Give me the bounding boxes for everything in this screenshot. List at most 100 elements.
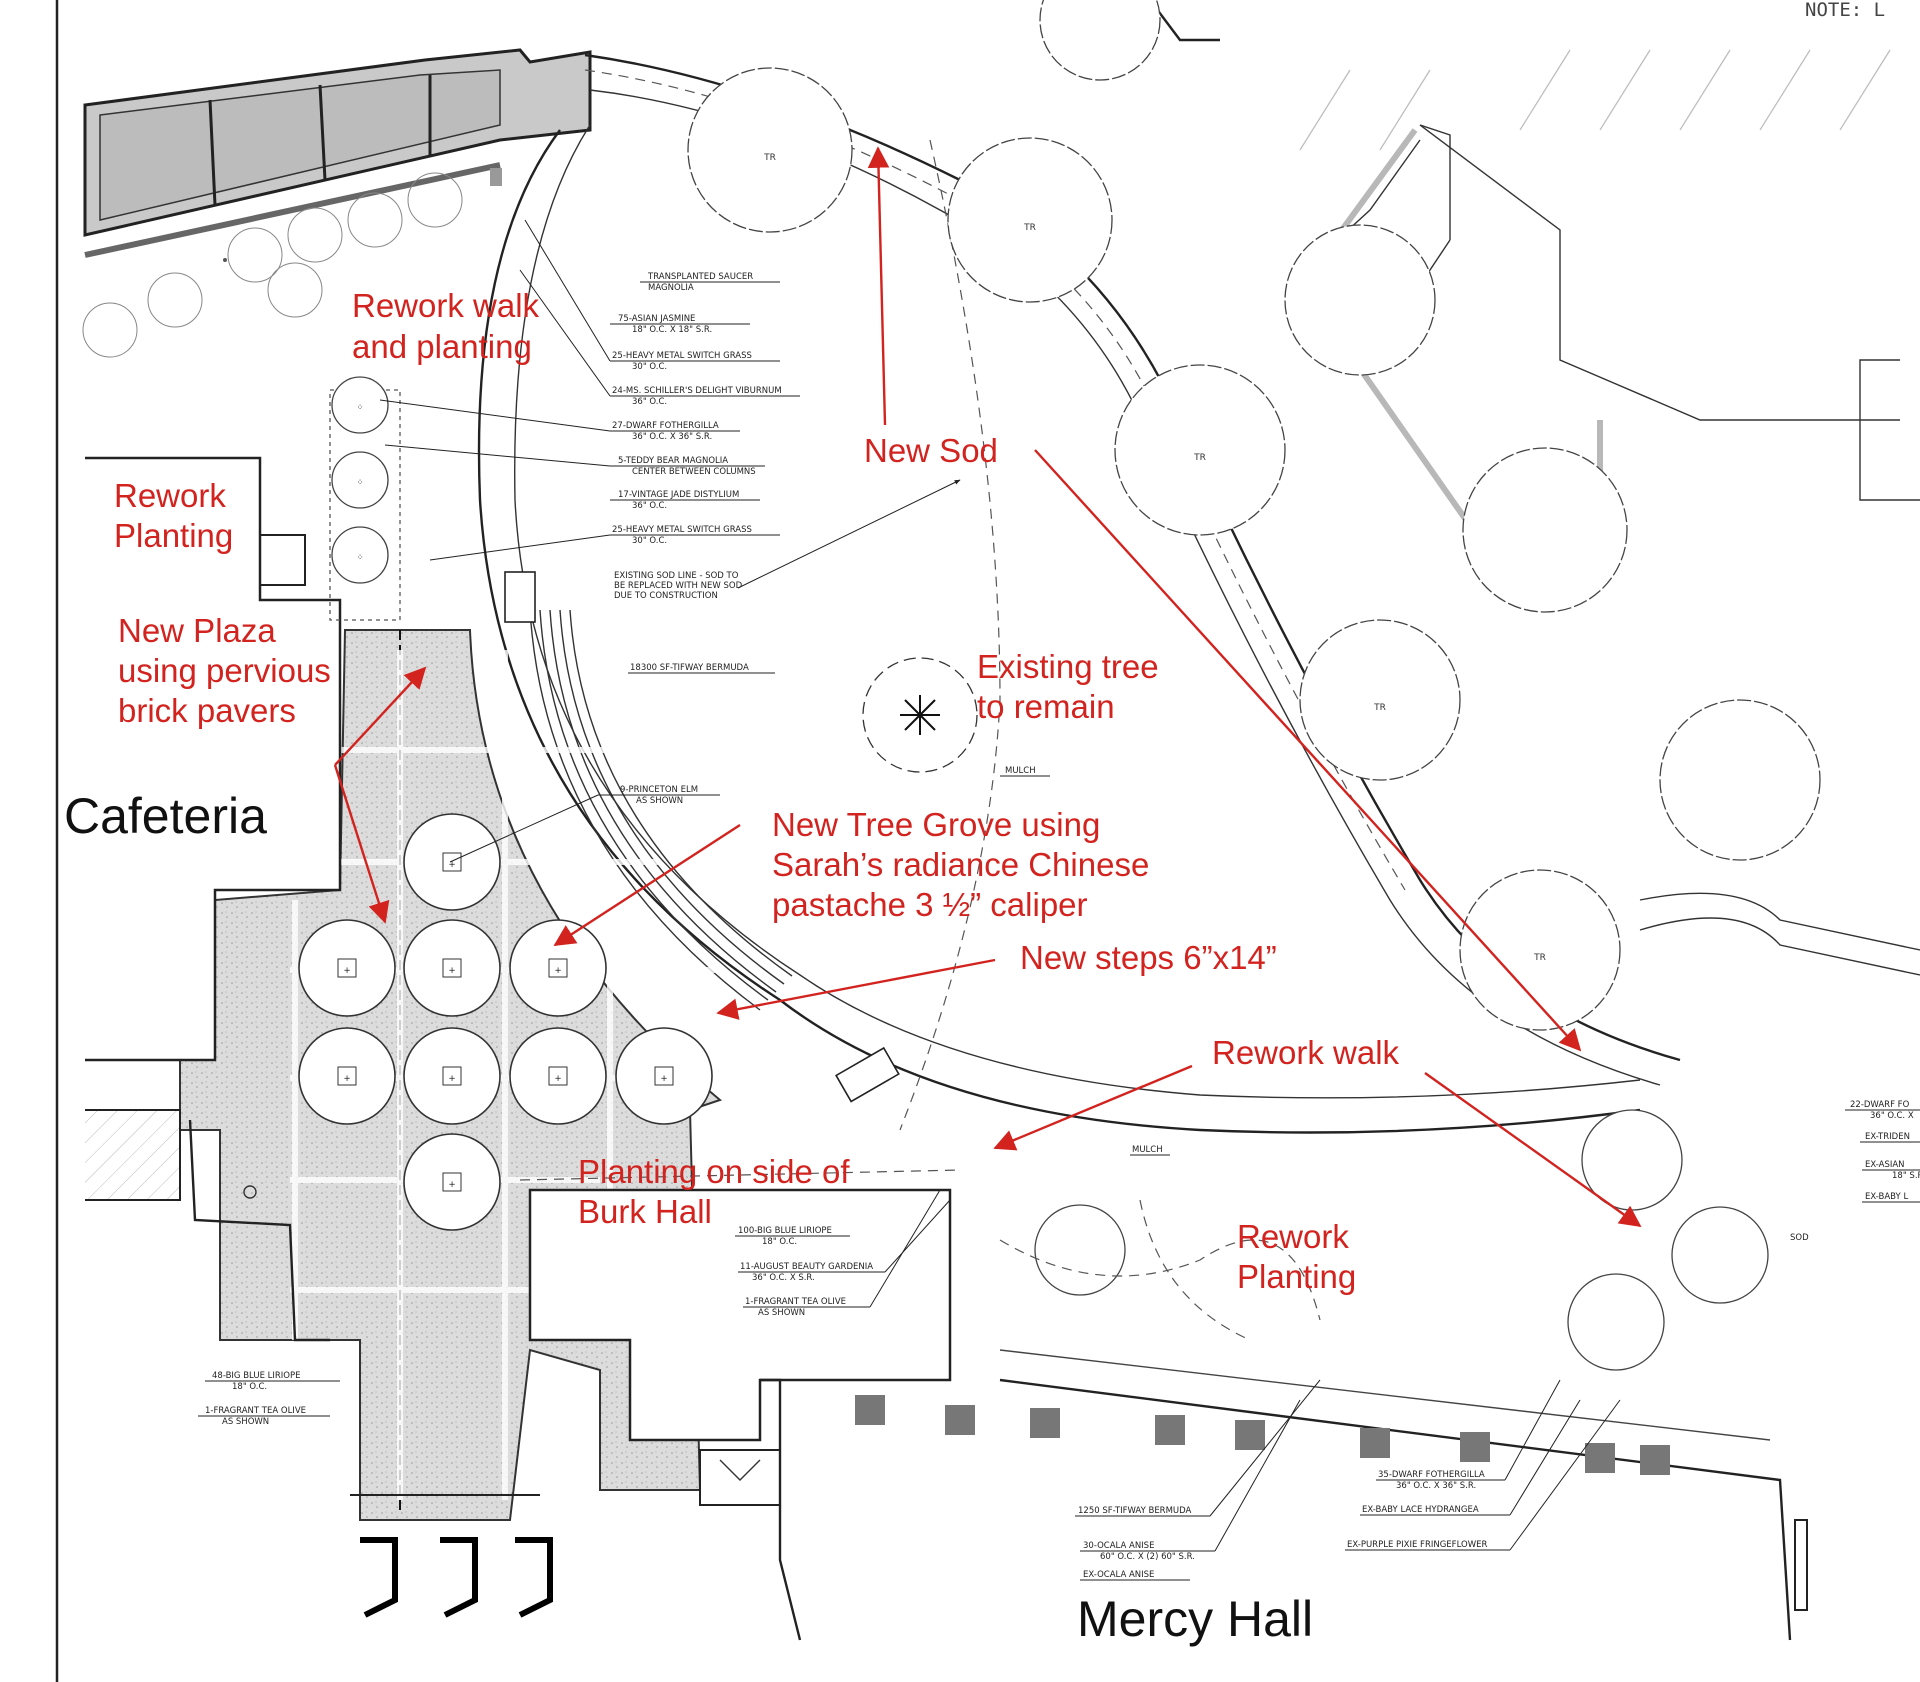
- callout-arrows: [333, 146, 1642, 1228]
- label-bermuda-1: 18300 SF-TIFWAY BERMUDA: [628, 663, 775, 674]
- svg-text:Rework: Rework: [1237, 1218, 1349, 1255]
- svg-text:TR: TR: [1533, 953, 1546, 963]
- svg-text:18" O.C.: 18" O.C.: [762, 1237, 797, 1247]
- svg-text:EX-PURPLE PIXIE FRINGEFLOWER: EX-PURPLE PIXIE FRINGEFLOWER: [1347, 1540, 1487, 1550]
- svg-text:CENTER BETWEEN COLUMNS: CENTER BETWEEN COLUMNS: [632, 467, 756, 477]
- svg-text:30" O.C.: 30" O.C.: [632, 536, 667, 546]
- callout-new-sod: New Sod: [864, 432, 998, 469]
- svg-text:100-BIG BLUE LIRIOPE: 100-BIG BLUE LIRIOPE: [738, 1226, 832, 1236]
- tree-grove: + + + + + + + + +: [298, 813, 713, 1231]
- svg-text:+: +: [448, 1180, 455, 1190]
- svg-text:MULCH: MULCH: [1132, 1145, 1163, 1155]
- svg-text:AS SHOWN: AS SHOWN: [758, 1308, 805, 1318]
- svg-text:22-DWARF FO: 22-DWARF FO: [1850, 1100, 1910, 1110]
- label-ex-anise: EX-OCALA ANISE: [1080, 1570, 1190, 1581]
- tree: TR: [687, 67, 853, 233]
- svg-text:and planting: and planting: [352, 328, 532, 365]
- label-mulch-2: MULCH: [1130, 1145, 1170, 1156]
- svg-text:Sarah’s radiance Chinese: Sarah’s radiance Chinese: [772, 846, 1149, 883]
- svg-text:Rework walk: Rework walk: [352, 287, 540, 324]
- svg-text:75-ASIAN JASMINE: 75-ASIAN JASMINE: [618, 314, 695, 324]
- svg-text:to remain: to remain: [977, 688, 1115, 725]
- grove-tree: +: [615, 1027, 713, 1125]
- svg-text:+: +: [554, 1074, 561, 1084]
- grove-tree: +: [403, 1027, 501, 1125]
- svg-text:+: +: [448, 860, 455, 870]
- svg-text:+: +: [343, 1074, 350, 1084]
- grove-tree: +: [509, 1027, 607, 1125]
- building-label-mercy-hall: Mercy Hall: [1077, 1591, 1313, 1647]
- svg-text:pastache 3 ½” caliper: pastache 3 ½” caliper: [772, 886, 1088, 923]
- svg-text:60" O.C. X (2) 60" S.R.: 60" O.C. X (2) 60" S.R.: [1100, 1552, 1195, 1562]
- tree: [1462, 447, 1628, 613]
- callout-rework-walk-planting: Rework walk and planting: [352, 287, 540, 365]
- svg-text:New Plaza: New Plaza: [118, 612, 276, 649]
- svg-text:48-BIG BLUE LIRIOPE: 48-BIG BLUE LIRIOPE: [212, 1371, 301, 1381]
- grove-tree: +: [403, 1133, 501, 1231]
- callout-existing-tree: Existing tree to remain: [977, 648, 1159, 725]
- svg-text:1250 SF-TIFWAY BERMUDA: 1250 SF-TIFWAY BERMUDA: [1078, 1506, 1192, 1516]
- svg-text:AS SHOWN: AS SHOWN: [636, 796, 683, 806]
- svg-text:⁘: ⁘: [356, 403, 363, 413]
- tree: TR: [1459, 869, 1621, 1031]
- svg-text:TR: TR: [1193, 453, 1206, 463]
- svg-text:MAGNOLIA: MAGNOLIA: [648, 283, 694, 293]
- svg-text:5-TEDDY BEAR MAGNOLIA: 5-TEDDY BEAR MAGNOLIA: [618, 456, 728, 466]
- svg-text:27-DWARF FOTHERGILLA: 27-DWARF FOTHERGILLA: [612, 421, 719, 431]
- svg-text:⁘: ⁘: [356, 478, 363, 488]
- svg-text:Planting: Planting: [1237, 1258, 1356, 1295]
- tree: TR: [1299, 619, 1461, 781]
- svg-text:EX-ASIAN: EX-ASIAN: [1865, 1160, 1905, 1170]
- svg-text:18" O.C. X 18" S.R.: 18" O.C. X 18" S.R.: [632, 325, 712, 335]
- building-label-cafeteria: Cafeteria: [64, 788, 267, 844]
- svg-text:36" O.C.: 36" O.C.: [632, 397, 667, 407]
- svg-text:AS SHOWN: AS SHOWN: [222, 1417, 269, 1427]
- svg-text:+: +: [660, 1074, 667, 1084]
- svg-text:TR: TR: [1373, 703, 1386, 713]
- svg-text:SOD: SOD: [1790, 1233, 1809, 1243]
- svg-text:1-FRAGRANT TEA OLIVE: 1-FRAGRANT TEA OLIVE: [205, 1406, 306, 1416]
- svg-text:brick pavers: brick pavers: [118, 692, 296, 729]
- svg-text:36" O.C. X 36" S.R.: 36" O.C. X 36" S.R.: [632, 432, 712, 442]
- callout-new-tree-grove: New Tree Grove using Sarah’s radiance Ch…: [772, 806, 1149, 923]
- svg-text:25-HEAVY METAL SWITCH GRASS: 25-HEAVY METAL SWITCH GRASS: [612, 525, 752, 535]
- svg-text:11-AUGUST BEAUTY GARDENIA: 11-AUGUST BEAUTY GARDENIA: [740, 1262, 873, 1272]
- label-right-4: EX-BABY L: [1862, 1192, 1920, 1203]
- svg-text:TR: TR: [763, 153, 776, 163]
- top-left-shrubs: [82, 172, 463, 358]
- callout-new-steps: New steps 6”x14”: [1020, 939, 1277, 976]
- callout-rework-walk: Rework walk: [1212, 1034, 1400, 1071]
- mercy-hall-building: [760, 1349, 1808, 1641]
- new-steps: [504, 571, 900, 1103]
- grove-tree: +: [403, 919, 501, 1017]
- svg-text:⁘: ⁘: [356, 553, 363, 563]
- svg-text:36" O.C.: 36" O.C.: [632, 501, 667, 511]
- svg-text:using pervious: using pervious: [118, 652, 331, 689]
- grove-tree: +: [298, 1027, 396, 1125]
- svg-text:17-VINTAGE JADE DISTYLIUM: 17-VINTAGE JADE DISTYLIUM: [618, 490, 739, 500]
- svg-text:36" O.C. X: 36" O.C. X: [1870, 1111, 1914, 1121]
- svg-text:Planting on side of: Planting on side of: [578, 1153, 850, 1190]
- sheet-note: NOTE: L: [1805, 0, 1885, 21]
- tree: [1659, 699, 1821, 861]
- svg-text:DUE TO CONSTRUCTION: DUE TO CONSTRUCTION: [614, 591, 718, 601]
- svg-text:EX-OCALA ANISE: EX-OCALA ANISE: [1083, 1570, 1154, 1580]
- sod-line: [899, 139, 1001, 1131]
- svg-text:+: +: [554, 966, 561, 976]
- label-leaders: [379, 219, 1621, 1552]
- callout-new-plaza: New Plaza using pervious brick pavers: [118, 612, 331, 729]
- label-bermuda-2: 1250 SF-TIFWAY BERMUDA: [1075, 1506, 1210, 1517]
- svg-text:EX-BABY L: EX-BABY L: [1865, 1192, 1908, 1202]
